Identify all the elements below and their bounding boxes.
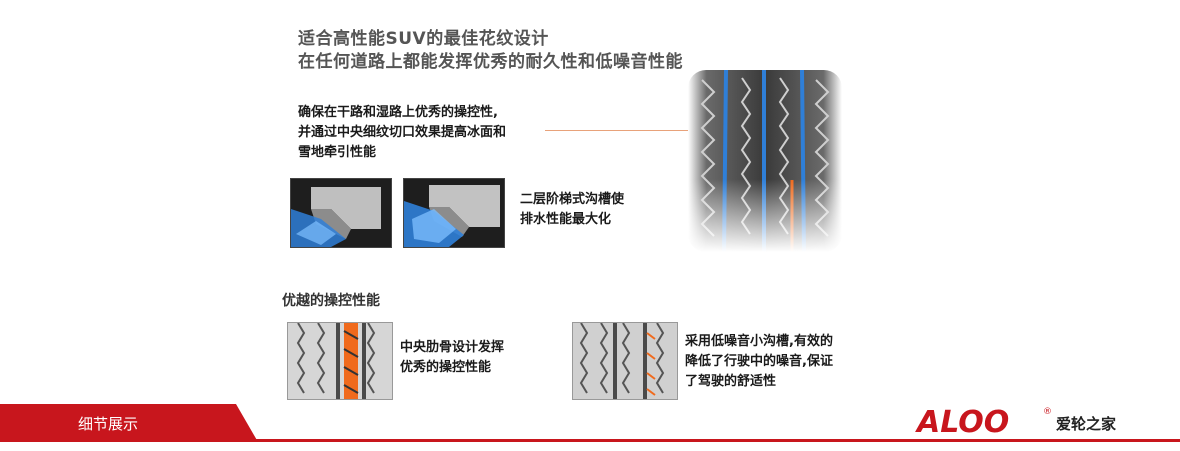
center-rib-illustration <box>287 322 393 400</box>
low-noise-line-1: 采用低噪音小沟槽,有效的 <box>685 334 833 349</box>
groove-illustration-2 <box>403 178 505 248</box>
brand-name: 爱轮之家 <box>1056 415 1117 433</box>
headline-line-1: 适合高性能SUV的最佳花纹设计 <box>298 29 549 49</box>
callout-leader-line <box>545 130 695 131</box>
center-rib-callout: 中央肋骨设计发挥 优秀的操控性能 <box>400 338 504 378</box>
handling-section-title: 优越的操控性能 <box>282 293 380 309</box>
traction-line-3: 雪地牵引性能 <box>298 145 377 160</box>
low-noise-line-3: 了驾驶的舒适性 <box>685 374 777 389</box>
traction-callout: 确保在干路和湿路上优秀的操控性, 并通过中央细纹切口效果提高冰面和 雪地牵引性能 <box>298 103 506 163</box>
headline-line-2: 在任何道路上都能发挥优秀的耐久性和低噪音性能 <box>298 52 683 72</box>
brand-logo: ALOO ® <box>915 405 1052 438</box>
groove-illustration-1 <box>290 178 392 248</box>
low-noise-line-2: 降低了行驶中的噪音,保证 <box>685 354 833 369</box>
drainage-line-2: 排水性能最大化 <box>520 212 612 227</box>
center-rib-line-1: 中央肋骨设计发挥 <box>400 340 505 355</box>
headline: 适合高性能SUV的最佳花纹设计 在任何道路上都能发挥优秀的耐久性和低噪音性能 <box>298 28 683 74</box>
drainage-callout: 二层阶梯式沟槽使 排水性能最大化 <box>520 190 624 230</box>
registered-mark-icon: ® <box>1043 407 1052 417</box>
section-tab <box>0 404 258 442</box>
brand-logo-text: ALOO <box>915 405 1009 438</box>
low-noise-callout: 采用低噪音小沟槽,有效的 降低了行驶中的噪音,保证 了驾驶的舒适性 <box>685 332 833 392</box>
tire-tread-image <box>680 69 850 253</box>
low-noise-groove-illustration <box>572 322 678 400</box>
footer-rule <box>0 439 1180 442</box>
section-tab-label: 细节展示 <box>78 415 139 433</box>
traction-line-2: 并通过中央细纹切口效果提高冰面和 <box>298 125 507 140</box>
traction-line-1: 确保在干路和湿路上优秀的操控性, <box>298 105 498 120</box>
drainage-line-1: 二层阶梯式沟槽使 <box>520 192 625 207</box>
center-rib-line-2: 优秀的操控性能 <box>400 360 492 375</box>
